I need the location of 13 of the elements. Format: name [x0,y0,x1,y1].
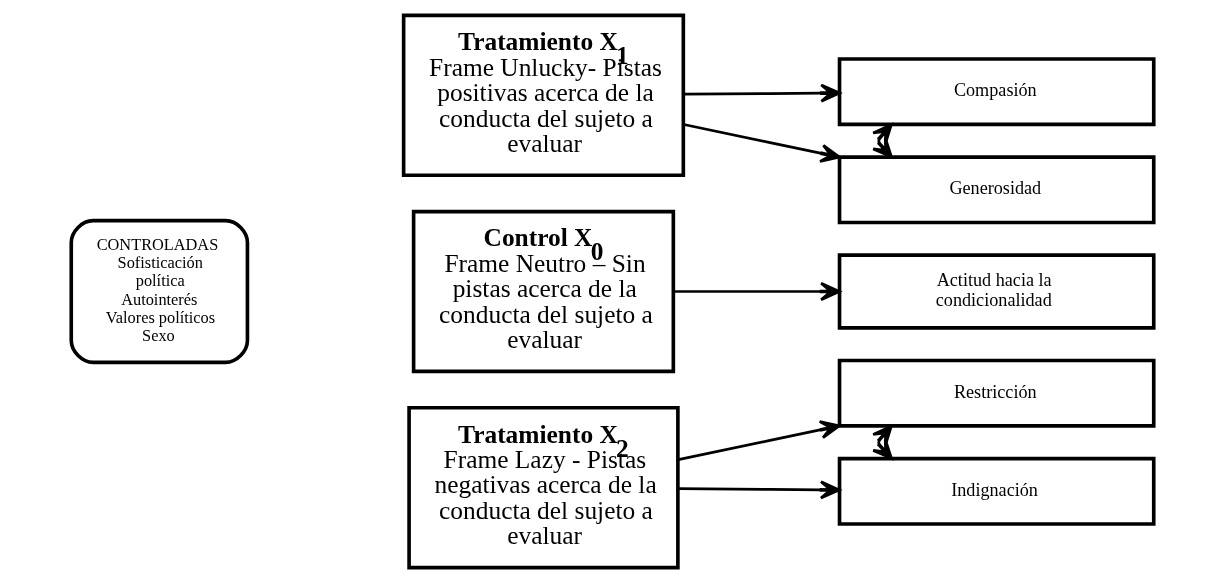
node-box: Generosidad [837,155,1156,225]
node-box: Compasión [837,57,1156,127]
arrow [677,420,840,462]
arrow [871,424,893,460]
arrow [871,123,893,159]
arrow [683,123,841,163]
arrow [683,83,841,103]
node-box: Restricción [837,358,1156,428]
arrow [673,281,841,302]
node-box: Actitud hacia la condicionalidad [837,253,1156,330]
node-box: CONTROLADAS Sofisticación política Autointerés Valores políticos Sexo [68,218,249,365]
arrow [677,480,840,500]
node-box: Indignación [837,456,1156,526]
